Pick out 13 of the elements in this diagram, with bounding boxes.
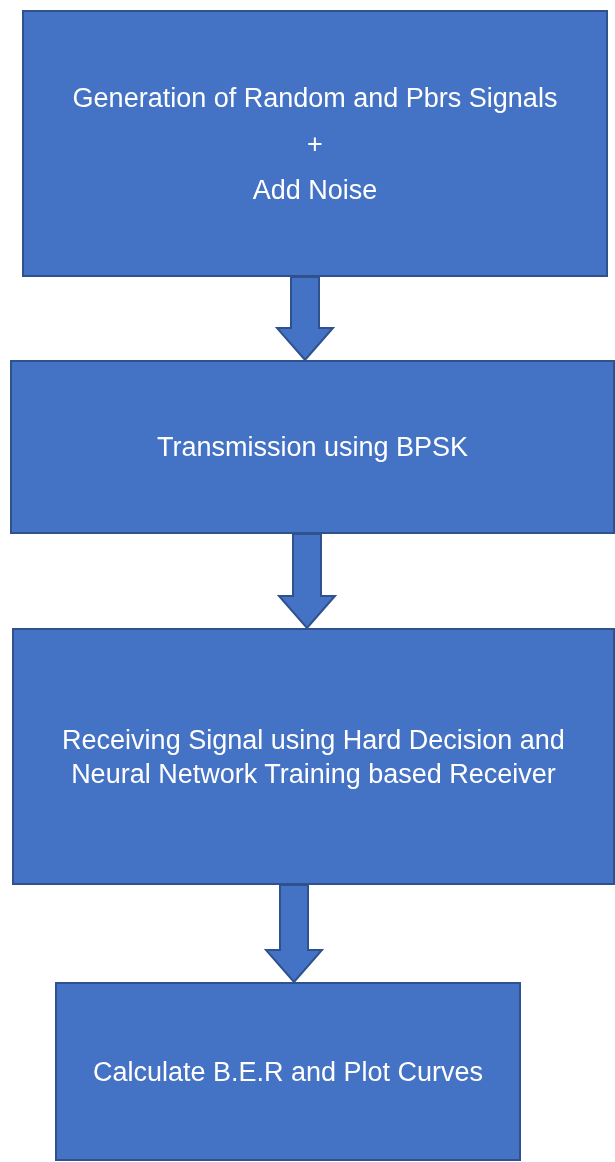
box-text: Add Noise: [252, 173, 378, 207]
process-box: [55, 982, 521, 1161]
block-arrow: [274, 276, 336, 362]
process-box: [12, 628, 615, 885]
box-text: Generation of Random and Pbrs Signals: [72, 81, 558, 115]
box-text: Calculate B.E.R and Plot Curves: [92, 1055, 484, 1089]
box-text: +: [307, 127, 323, 161]
box-text: Transmission using BPSK: [156, 431, 469, 464]
process-box: [10, 360, 615, 534]
box-text: Receiving Signal using Hard Decision and Neural Network Training based Receiver: [61, 723, 566, 791]
block-arrow: [263, 884, 325, 984]
block-arrow: [276, 533, 338, 630]
process-box: [22, 10, 608, 277]
